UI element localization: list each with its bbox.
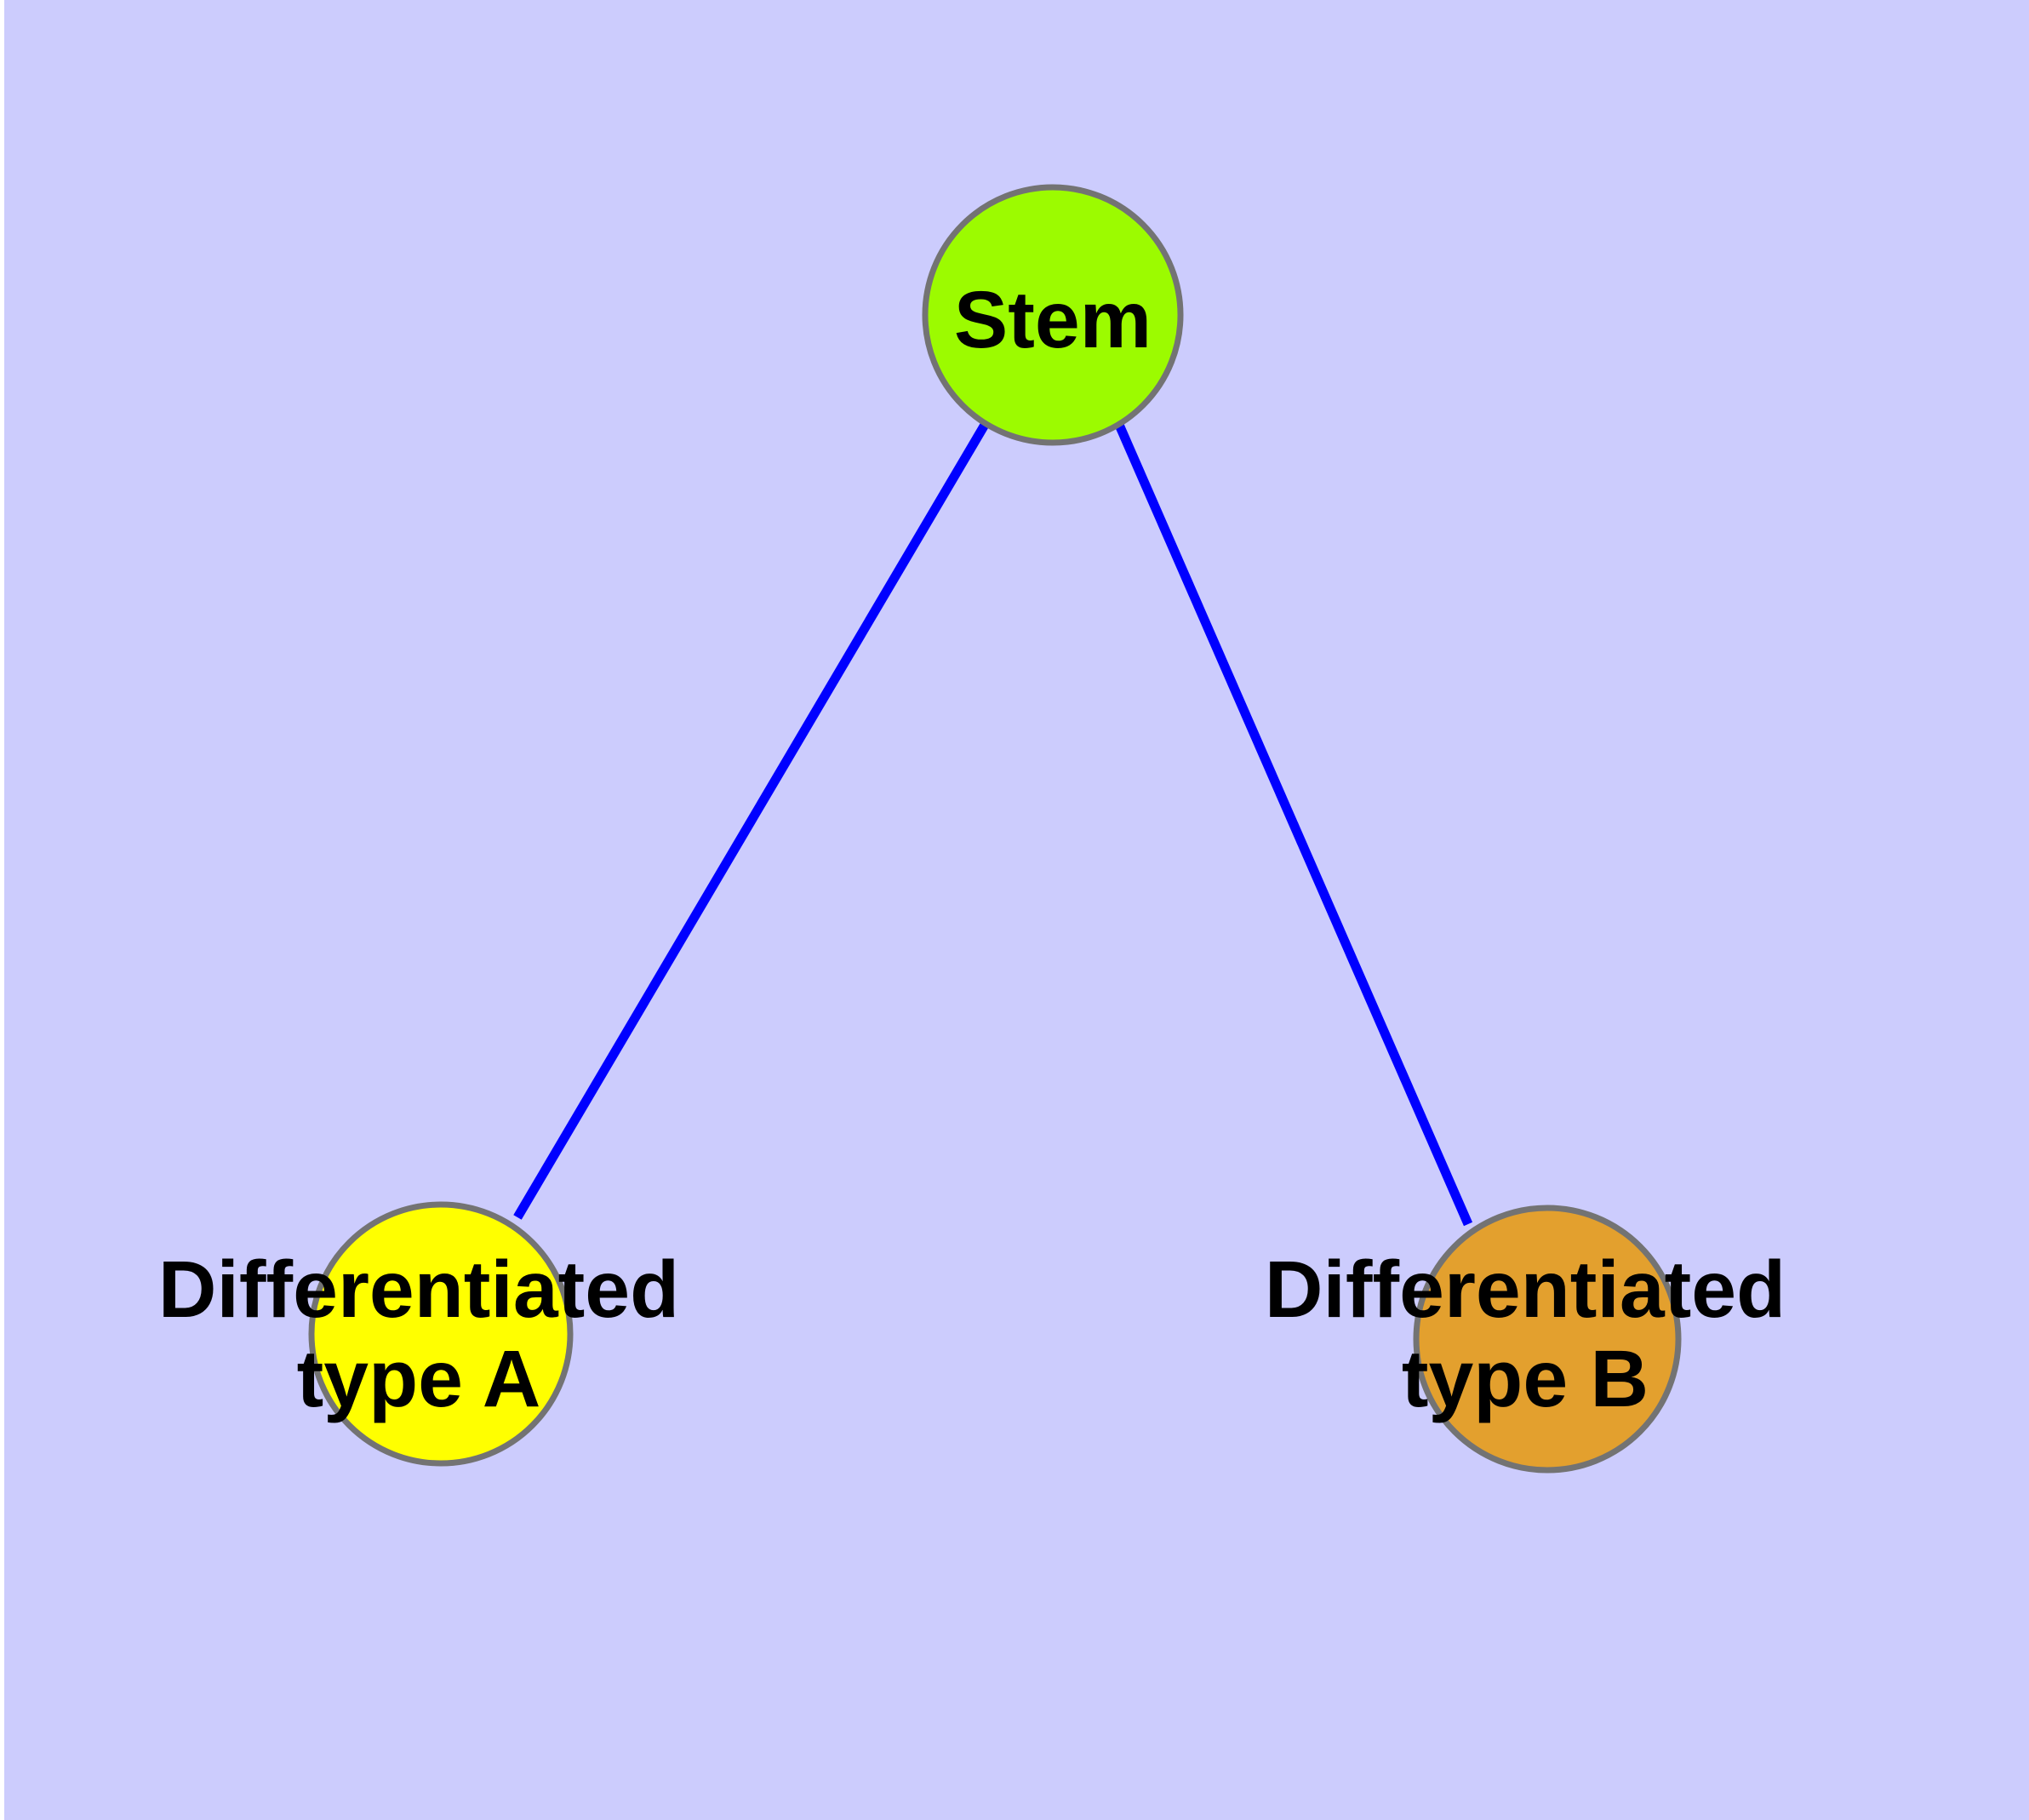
- node-stem-label: Stem: [954, 275, 1152, 365]
- node-label-line: type A: [297, 1334, 541, 1424]
- node-label-line: Stem: [954, 275, 1152, 365]
- node-label-line: type B: [1402, 1334, 1649, 1424]
- edges-layer: [513, 422, 1473, 1227]
- node-label-line: Differentiated: [1265, 1245, 1786, 1335]
- edge-stem-to-diff-a[interactable]: [513, 422, 989, 1220]
- node-differentiated-type-b-circle[interactable]: [1413, 1205, 1682, 1474]
- node-stem-circle[interactable]: [922, 184, 1184, 446]
- edge-stem-to-diff-b[interactable]: [1114, 422, 1473, 1227]
- node-stem[interactable]: Stem: [922, 184, 1184, 446]
- node-label-line: Differentiated: [158, 1245, 679, 1335]
- node-differentiated-type-a-circle[interactable]: [308, 1201, 574, 1467]
